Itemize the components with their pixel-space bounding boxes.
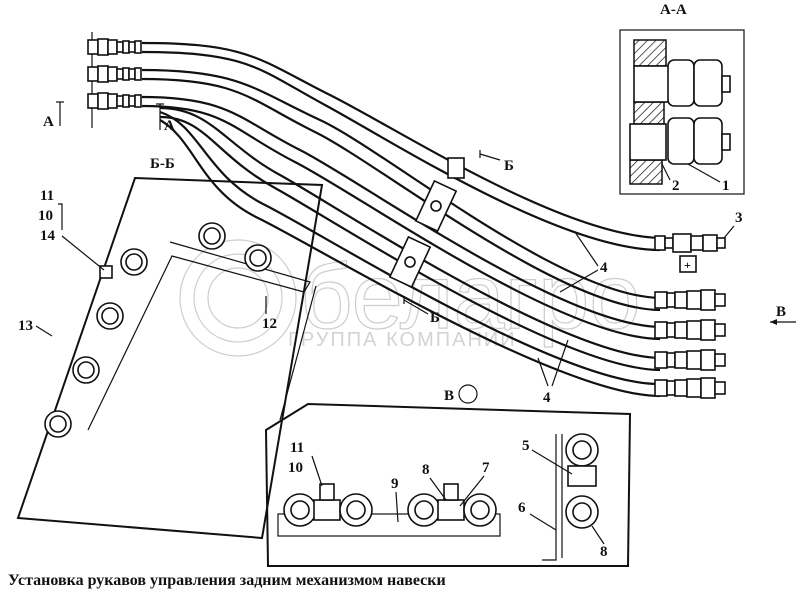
- callout-v-5: 5: [522, 438, 530, 454]
- callout-aa-1: 1: [722, 178, 730, 194]
- mark-b-bottom: Б: [430, 310, 440, 326]
- hose-clamps: [388, 157, 465, 289]
- watermark-subtitle: ГРУППА КОМПАНИЙ: [288, 327, 517, 351]
- callout-v-11: 11: [290, 440, 304, 456]
- mark-a-left: А: [43, 114, 54, 130]
- section-aa-title: А-А: [660, 2, 687, 18]
- view-v-title: В: [444, 388, 454, 404]
- section-marks: А А Б Б В: [43, 101, 796, 326]
- mark-b-top: Б: [504, 158, 514, 174]
- mark-v-arrow: В: [776, 304, 786, 320]
- section-aa: А-А 2 1: [619, 2, 745, 195]
- callout-bb-14: 14: [40, 228, 56, 244]
- callout-bb-12: 12: [262, 316, 277, 332]
- drawing-caption: Установка рукавов управления задним меха…: [8, 572, 446, 589]
- section-bb-title: Б-Б: [150, 156, 175, 172]
- mark-a-right: А: [164, 118, 175, 134]
- view-v: В 11 10 9 8 7 5 6 8: [264, 384, 632, 567]
- callout-v-10: 10: [288, 460, 303, 476]
- callout-bb-10: 10: [38, 208, 53, 224]
- callout-bb-11: 11: [40, 188, 54, 204]
- callout-v-8b: 8: [600, 544, 608, 560]
- right-fittings: +: [654, 233, 726, 399]
- callout-4-lower: 4: [543, 390, 551, 406]
- callout-v-7: 7: [482, 460, 490, 476]
- left-fittings: [87, 38, 142, 110]
- hoses: [141, 41, 661, 398]
- callout-3: 3: [735, 210, 743, 226]
- callout-v-6: 6: [518, 500, 526, 516]
- svg-text:+: +: [684, 258, 691, 272]
- callout-4-upper: 4: [600, 260, 608, 276]
- callout-v-8a: 8: [422, 462, 430, 478]
- section-bb: Б-Б 11 10 14 13 12: [16, 156, 324, 540]
- callout-v-9: 9: [391, 476, 399, 492]
- callout-bb-13: 13: [18, 318, 33, 334]
- callout-aa-2: 2: [672, 178, 680, 194]
- test-port: [679, 255, 697, 273]
